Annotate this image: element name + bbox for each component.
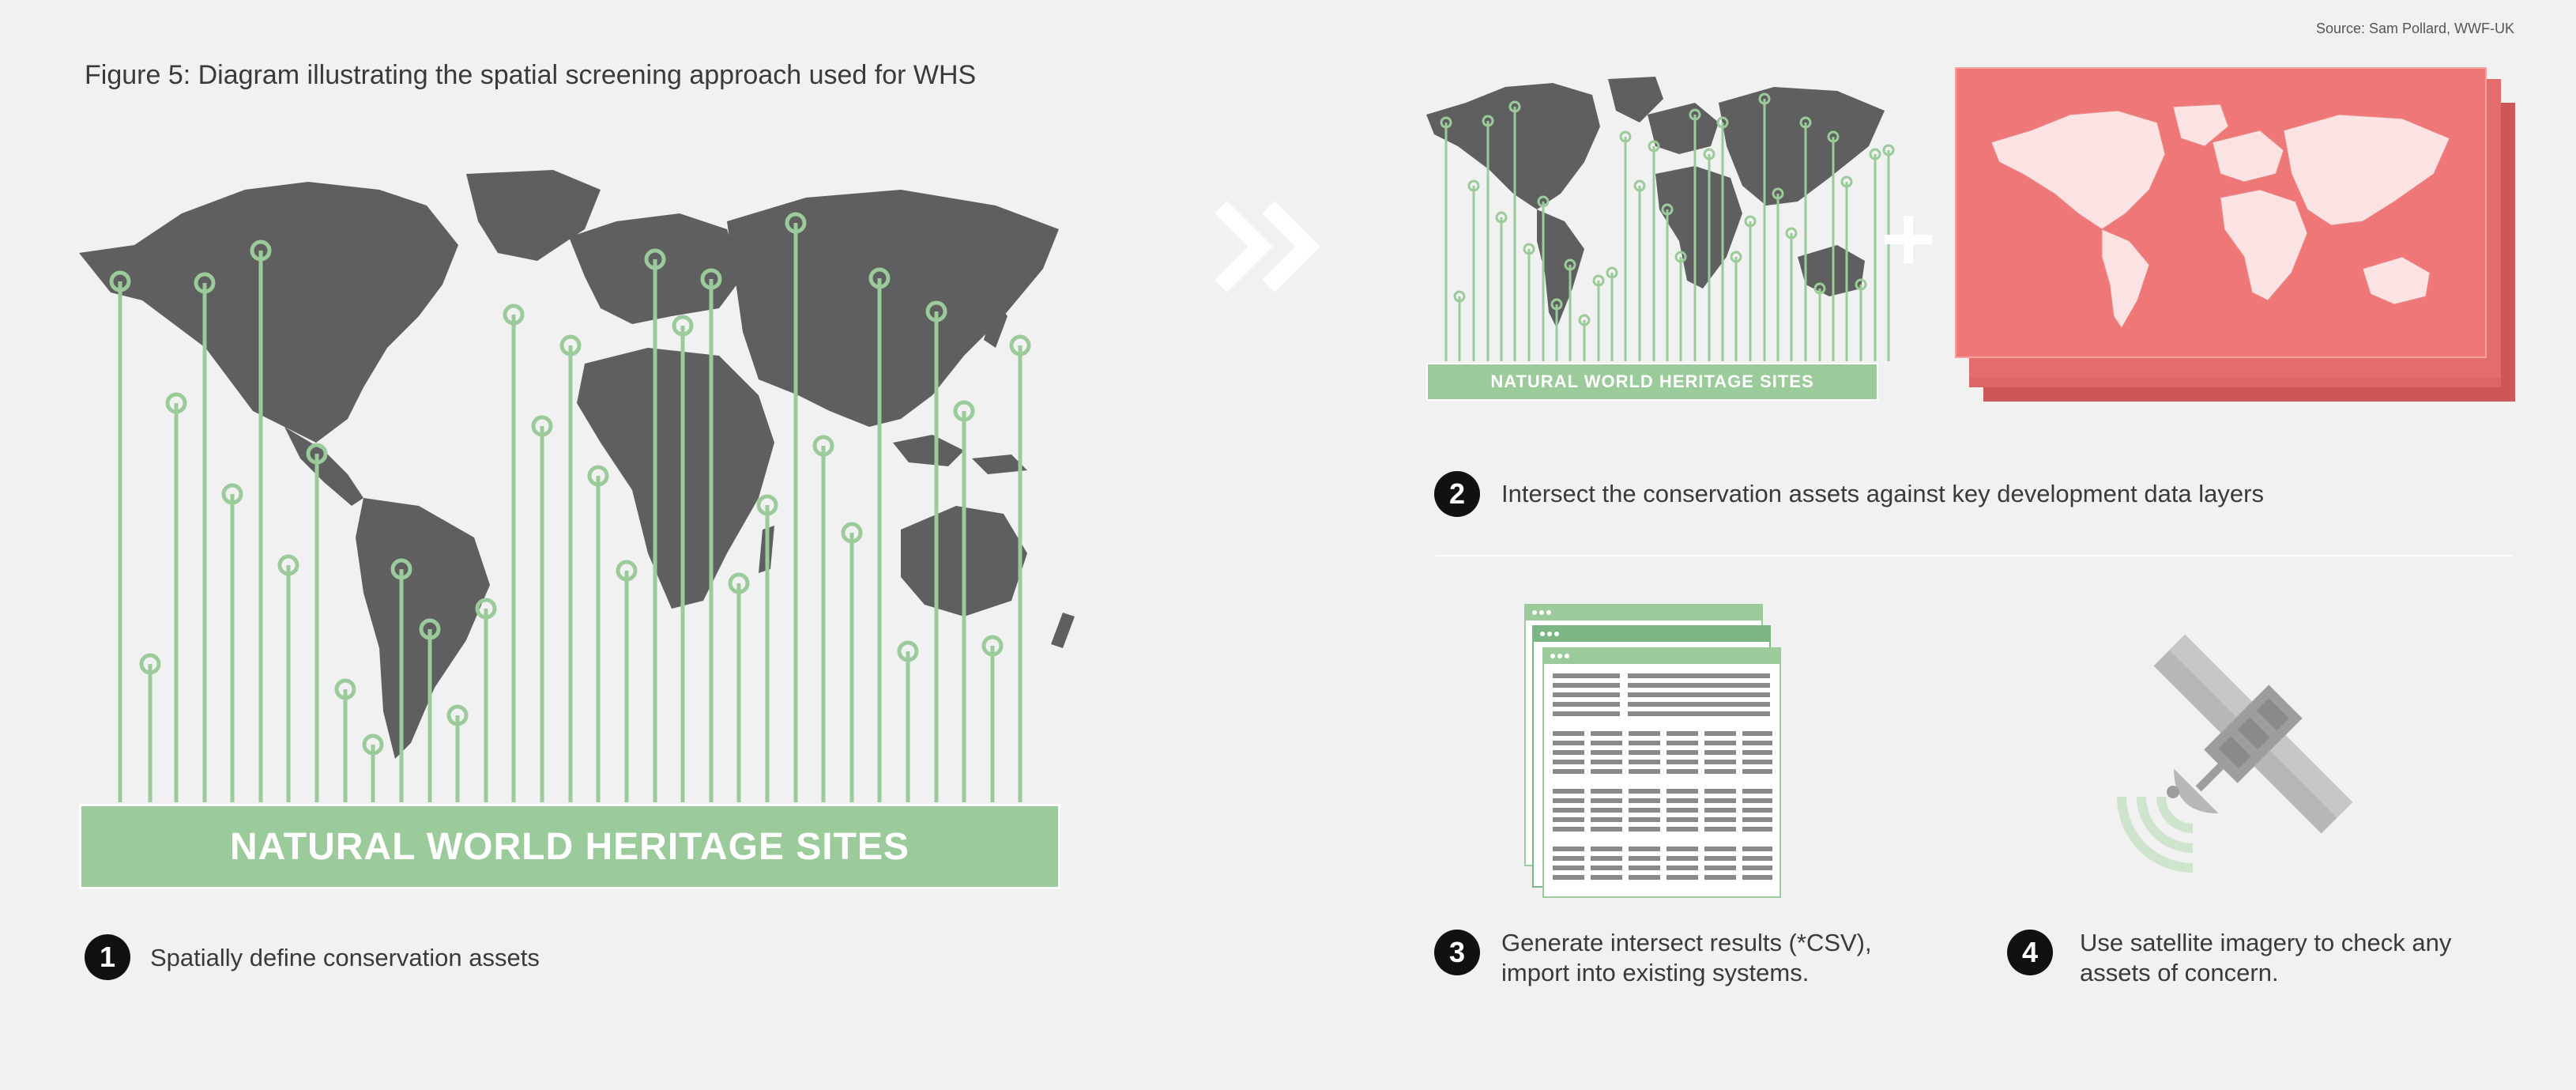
main-world-map bbox=[79, 170, 1075, 802]
csv-spreadsheet-icon bbox=[1524, 604, 1781, 898]
mini-heritage-banner: NATURAL WORLD HERITAGE SITES bbox=[1426, 363, 1878, 401]
step-4-line-1: Use satellite imagery to check any bbox=[2080, 929, 2452, 956]
heritage-site-pins bbox=[109, 212, 1031, 802]
satellite-icon bbox=[2117, 634, 2353, 873]
step-4-line-2: assets of concern. bbox=[2080, 959, 2279, 986]
step-3-line-2: import into existing systems. bbox=[1501, 959, 1810, 986]
step-3-badge: 3 bbox=[1434, 930, 1480, 975]
continents bbox=[79, 170, 1075, 759]
section-divider bbox=[1436, 555, 2512, 556]
main-heritage-banner: NATURAL WORLD HERITAGE SITES bbox=[79, 804, 1060, 889]
step-2-badge: 2 bbox=[1434, 471, 1480, 517]
figure-title: Figure 5: Diagram illustrating the spati… bbox=[85, 60, 977, 90]
step-3-text: Generate intersect results (*CSV), impor… bbox=[1501, 928, 1872, 988]
step-1-badge: 1 bbox=[85, 934, 130, 980]
step-3-line-1: Generate intersect results (*CSV), bbox=[1501, 929, 1872, 956]
double-chevron-right-icon bbox=[1215, 201, 1320, 292]
spreadsheet-rows bbox=[1553, 673, 1770, 716]
source-credit: Source: Sam Pollard, WWF-UK bbox=[2315, 21, 2514, 36]
step-4-text: Use satellite imagery to check any asset… bbox=[2080, 928, 2451, 988]
plus-icon bbox=[1885, 216, 1932, 263]
step-1-text: Spatially define conservation assets bbox=[150, 944, 540, 971]
step-2-text: Intersect the conservation assets agains… bbox=[1501, 480, 2264, 507]
data-layer-world-map bbox=[1990, 104, 2450, 329]
step-4-badge: 4 bbox=[2007, 930, 2053, 975]
mini-world-map bbox=[1426, 77, 1895, 361]
